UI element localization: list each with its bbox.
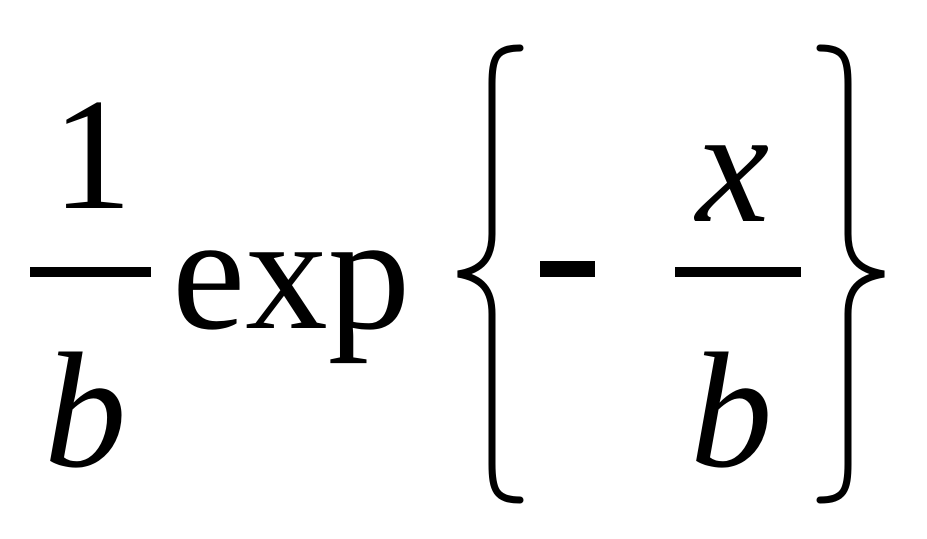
right-curly-brace <box>816 44 885 504</box>
left-fraction-denominator: b <box>44 319 127 502</box>
inner-fraction-denominator: b <box>690 319 773 502</box>
inner-fraction-bar <box>675 267 801 277</box>
function-name-exp: exp <box>172 181 411 364</box>
minus-sign <box>540 261 595 277</box>
left-curly-brace <box>457 44 524 504</box>
inner-fraction-numerator: x <box>696 74 770 257</box>
minus-sign-text: - <box>540 261 541 262</box>
left-fraction-bar <box>30 267 151 277</box>
left-fraction-numerator: 1 <box>52 65 132 243</box>
